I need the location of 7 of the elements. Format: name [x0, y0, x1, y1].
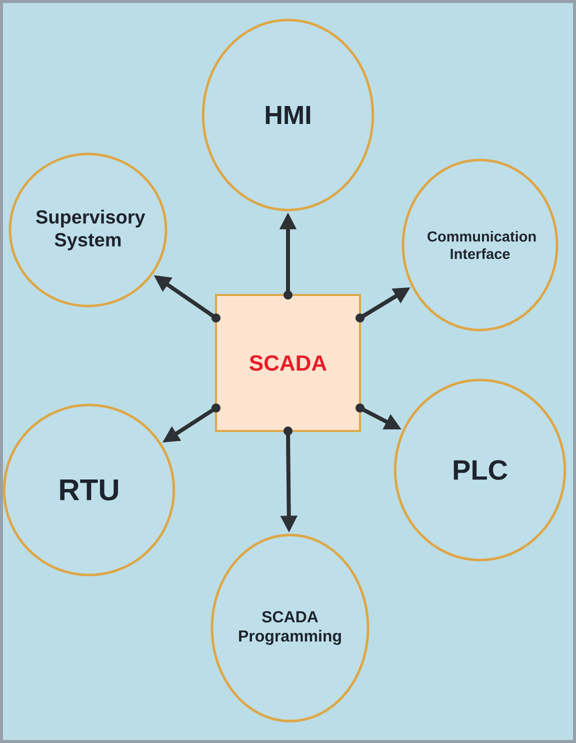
ellipse-node: Communication Interface — [402, 158, 558, 332]
center-box: SCADA — [215, 294, 361, 432]
ellipse-node: RTU — [2, 404, 176, 576]
ellipse-node: PLC — [394, 378, 566, 562]
ellipse-node: SCADA Programming — [210, 534, 370, 722]
ellipse-node: HMI — [202, 18, 374, 212]
ellipse-node: Supervisory System — [8, 152, 168, 308]
